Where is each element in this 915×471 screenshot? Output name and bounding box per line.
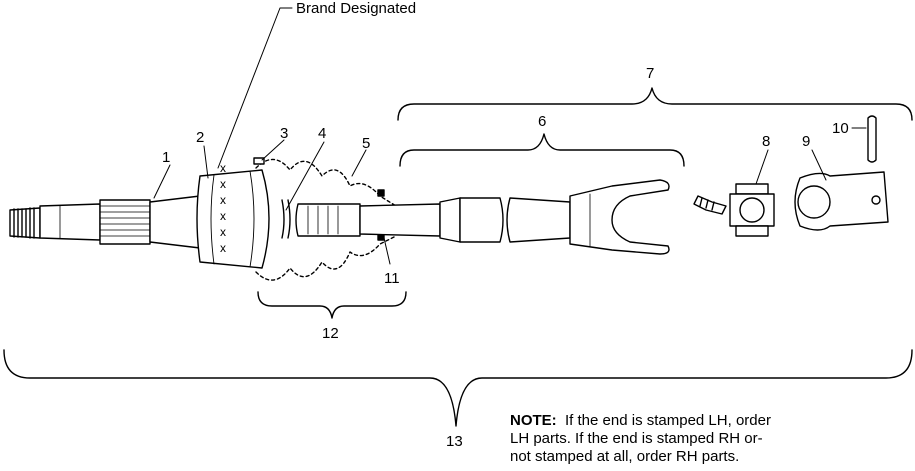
- callout-8: 8: [762, 133, 770, 150]
- inner-shaft: [295, 197, 571, 243]
- callout-2: 2: [196, 129, 204, 146]
- cv-housing: [196, 169, 270, 269]
- svg-text:x: x: [220, 209, 226, 223]
- order-note: NOTE: If the end is stamped LH, order LH…: [510, 412, 910, 466]
- brace-12: [257, 291, 407, 319]
- brand-designated-label: Brand Designated: [296, 0, 416, 17]
- stamp-marks: x x x x x x: [220, 161, 226, 255]
- callout-7: 7: [646, 65, 654, 82]
- snap-ring: [281, 199, 291, 239]
- note-line-3: not stamped at all, order RH parts.: [510, 448, 740, 465]
- leader-lines: [153, 7, 867, 265]
- pin: [867, 115, 877, 163]
- splined-section: [99, 199, 151, 245]
- svg-text:x: x: [220, 225, 226, 239]
- boot-clamp-small: [377, 189, 385, 197]
- callout-4: 4: [318, 125, 326, 142]
- svg-text:x: x: [220, 193, 226, 207]
- note-heading: NOTE:: [510, 412, 557, 429]
- svg-text:x: x: [220, 161, 226, 175]
- brace-13: [3, 349, 913, 427]
- u-joint-cross: [729, 183, 775, 237]
- callout-9: 9: [802, 133, 810, 150]
- svg-text:x: x: [220, 177, 226, 191]
- note-line-1-text: If the end is stamped LH, order: [565, 412, 771, 429]
- boot-clamp-3: [253, 157, 265, 165]
- cv-boot: [255, 158, 397, 281]
- shaft-neck: [149, 195, 201, 249]
- note-line-1: NOTE: If the end is stamped LH, order: [510, 412, 910, 430]
- callout-11: 11: [384, 270, 400, 287]
- note-line-2: LH parts. If the end is stamped RH or-: [510, 430, 763, 447]
- brace-6: [399, 133, 685, 167]
- brace-7: [397, 87, 913, 121]
- threaded-shaft-end: [9, 203, 101, 241]
- callout-5: 5: [362, 135, 370, 152]
- callout-6: 6: [538, 113, 546, 130]
- callout-12: 12: [322, 325, 339, 342]
- yoke-plate: [794, 171, 889, 231]
- callout-10: 10: [832, 120, 849, 137]
- callout-1: 1: [162, 149, 170, 166]
- grease-fitting: [693, 195, 727, 215]
- callout-13: 13: [446, 433, 463, 450]
- callout-3: 3: [280, 125, 288, 142]
- yoke-fork: [569, 179, 670, 255]
- svg-text:x: x: [220, 241, 226, 255]
